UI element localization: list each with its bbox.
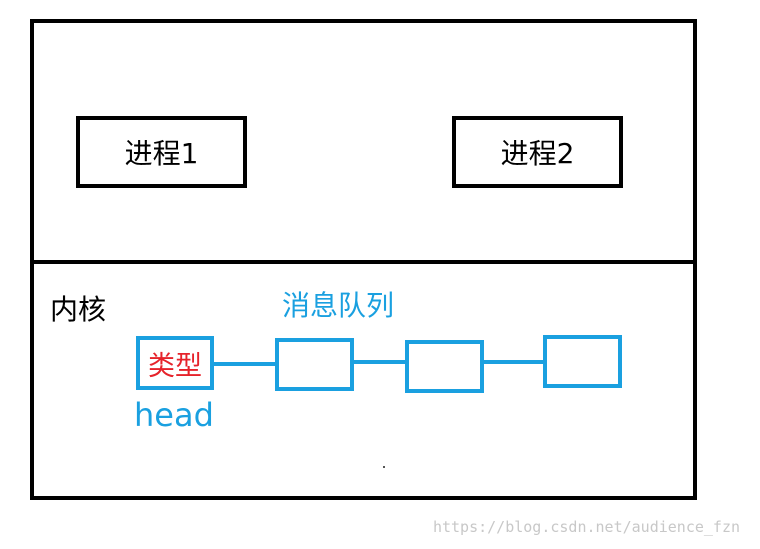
queue-node [543,335,622,388]
queue-head-label: head [134,396,214,434]
watermark: https://blog.csdn.net/audience_fzn [432,518,740,536]
process-1-box: 进程1 [76,116,247,188]
queue-node [275,338,354,391]
stray-dot [383,466,385,468]
address-space-frame [30,19,697,500]
process-1-label: 进程1 [124,137,199,170]
process-2-box: 进程2 [452,116,623,188]
process-2-label: 进程2 [500,137,575,170]
queue-head-node: 类型 [136,336,214,390]
queue-link [484,360,543,364]
queue-head-type-label: 类型 [148,350,202,382]
queue-link [354,360,405,364]
user-kernel-divider [30,260,697,264]
kernel-label: 内核 [50,293,107,326]
queue-node [405,340,484,393]
message-queue-label: 消息队列 [282,289,395,322]
queue-link [214,362,275,366]
